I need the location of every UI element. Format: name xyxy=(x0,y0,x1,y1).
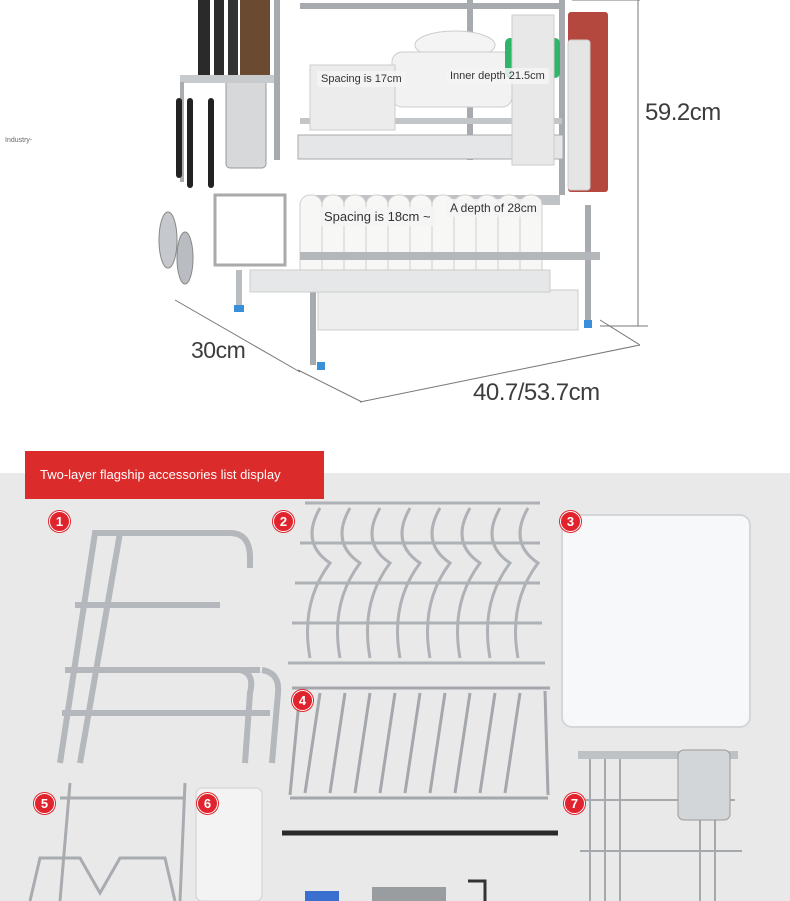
part-3-drip-tray xyxy=(561,514,751,728)
depth-dimension: 30cm xyxy=(191,337,246,363)
badge-3: 3 xyxy=(560,511,581,532)
accessories-photo-area xyxy=(0,473,790,901)
height-dimension: 59.2cm xyxy=(645,99,721,126)
product-photo-area: Industry- Spacing is 17cm Inner depth 21… xyxy=(0,0,790,430)
part-2-plate-rack xyxy=(288,501,545,665)
lower-spacing-label: Spacing is 18cm ~ xyxy=(320,207,435,226)
accessories-banner: Two-layer flagship accessories list disp… xyxy=(25,451,324,499)
badge-6: 6 xyxy=(197,793,218,814)
side-note: Industry- xyxy=(5,137,33,144)
part-7-utensil-holder xyxy=(578,749,742,901)
part-1-side-frames xyxy=(57,530,282,764)
upper-depth-label: Inner depth 21.5cm xyxy=(446,68,549,84)
cutting-boards xyxy=(511,12,608,192)
hardware-screws xyxy=(305,879,487,901)
badge-7: 7 xyxy=(564,793,585,814)
part-6-small-board xyxy=(195,787,263,901)
part-4-bowl-rack xyxy=(282,686,558,836)
width-dimension: 40.7/53.7cm xyxy=(473,379,600,406)
badge-1: 1 xyxy=(49,511,70,532)
part-5-lid-holder xyxy=(28,782,187,901)
upper-spacing-label: Spacing is 17cm xyxy=(317,71,406,87)
badge-4: 4 xyxy=(292,690,313,711)
knife-holder xyxy=(158,0,287,312)
badge-5: 5 xyxy=(34,793,55,814)
accessories-illustration xyxy=(28,501,751,901)
badge-2: 2 xyxy=(273,511,294,532)
lower-depth-label: A depth of 28cm xyxy=(446,199,541,217)
